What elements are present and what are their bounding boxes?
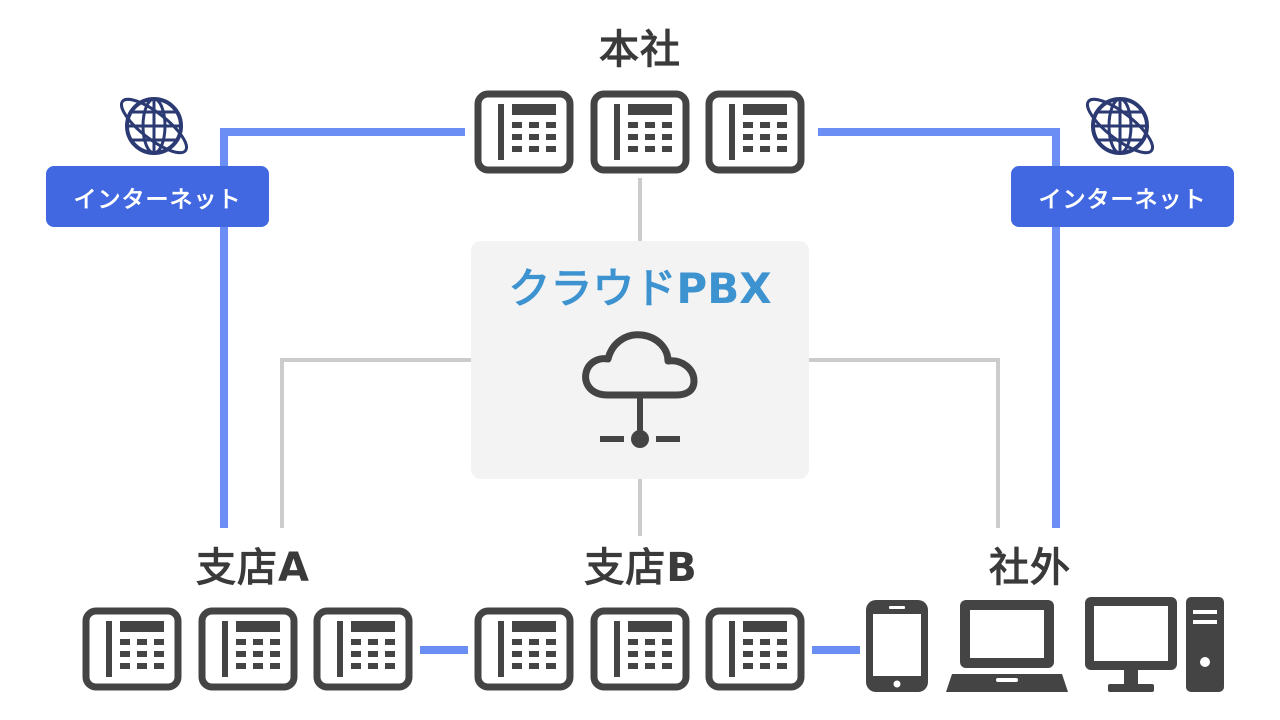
branch-a-label: 支店A bbox=[196, 545, 310, 591]
cloud-pbx-title: クラウドPBX bbox=[508, 264, 772, 313]
branch-a-phone-2-icon bbox=[202, 611, 294, 687]
internet-lines bbox=[220, 128, 1060, 654]
pbx-line-branch-a bbox=[280, 358, 471, 528]
branch-b-label: 支店B bbox=[584, 545, 698, 591]
laptop-icon bbox=[946, 600, 1068, 692]
internet-badge-left: インターネット bbox=[46, 166, 269, 227]
branch-a-phone-1-icon bbox=[86, 611, 178, 687]
hq-phone-3-icon bbox=[709, 94, 801, 170]
desktop-pc-icon bbox=[1085, 597, 1224, 692]
cloud-network-icon bbox=[582, 331, 698, 448]
smartphone-icon bbox=[866, 600, 928, 692]
pbx-lines bbox=[280, 178, 1000, 536]
branch-b-phone-3-icon bbox=[709, 611, 801, 687]
pbx-line-outside bbox=[809, 358, 1000, 528]
internet-badge-right: インターネット bbox=[1011, 166, 1234, 227]
hq-phone-1-icon bbox=[478, 94, 570, 170]
internet-line-right bbox=[818, 128, 1060, 528]
globe-left-icon bbox=[112, 89, 196, 163]
internet-line-left bbox=[220, 128, 465, 528]
outside-label: 社外 bbox=[989, 545, 1071, 591]
branch-b-phone-2-icon bbox=[594, 611, 686, 687]
headquarters-label: 本社 bbox=[599, 27, 681, 73]
hq-phone-2-icon bbox=[594, 94, 686, 170]
branch-b-phone-1-icon bbox=[478, 611, 570, 687]
globe-right-icon bbox=[1078, 89, 1162, 163]
branch-a-phone-3-icon bbox=[317, 611, 409, 687]
